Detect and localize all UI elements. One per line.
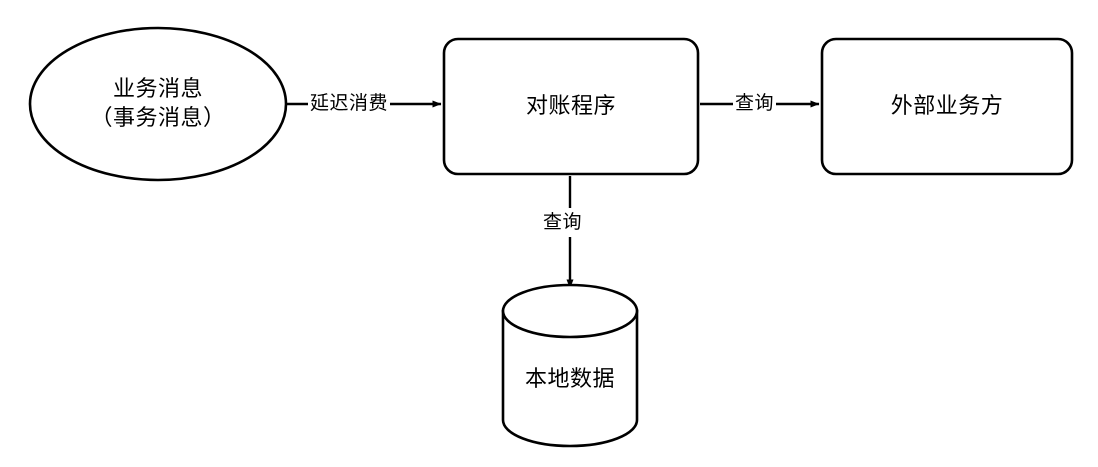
edge-label-query-external: 查询 (733, 89, 777, 118)
node-local-data[interactable] (501, 283, 639, 448)
node-reconciliation-program[interactable] (442, 37, 700, 176)
edge-label-delayed-consume: 延迟消费 (308, 89, 391, 118)
node-external-party[interactable] (820, 37, 1074, 176)
edge-label-query-local: 查询 (541, 208, 585, 237)
node-business-message[interactable] (28, 26, 288, 182)
